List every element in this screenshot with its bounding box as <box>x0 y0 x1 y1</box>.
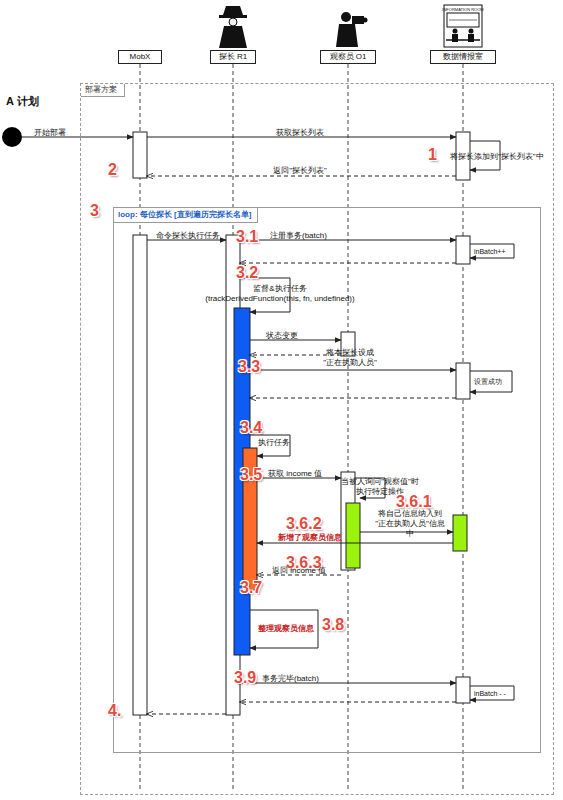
start-dot <box>2 127 22 147</box>
message-label: 将探长添加到"探长列表"中 <box>450 152 544 162</box>
callout-number: 3.3 <box>238 359 260 375</box>
message-label: 事务完毕(batch) <box>262 674 319 684</box>
message-label: 注册事务(batch) <box>270 231 327 241</box>
node-text: MobX <box>119 51 161 63</box>
callout-number: 3.4 <box>240 420 262 436</box>
self-message <box>470 686 514 700</box>
callout-number: 3.1 <box>236 229 258 245</box>
message-label: 获取 income 值 <box>268 469 322 479</box>
note-label: inBatch++ <box>474 247 506 256</box>
camera <box>352 16 364 24</box>
face <box>229 18 237 26</box>
message-label: 返回 income 值 <box>272 566 326 576</box>
note-label: inBatch - - <box>474 689 506 698</box>
message-label: 状态变更 <box>266 331 298 341</box>
node-text: 观察员 O1 <box>321 51 375 63</box>
person <box>452 34 458 42</box>
detective-icon <box>219 6 247 48</box>
self-message <box>470 244 514 258</box>
callout-number: 2 <box>108 162 117 178</box>
frame-box: 部署方案 loop: 每位探长 [直到遍历完探长名单] <box>80 83 554 795</box>
message-label: 执行任务 <box>258 438 290 448</box>
callout-number: 4. <box>108 703 121 719</box>
callout-number: 3 <box>90 203 99 219</box>
observer-icon <box>336 12 368 47</box>
activation-bar <box>133 132 147 178</box>
hat <box>223 6 243 15</box>
icon-caption: INFORMATION ROOM <box>442 7 483 12</box>
message-label: 命令探长执行任务 <box>156 231 220 241</box>
message-label: 新增了观察员信息 <box>278 533 342 543</box>
diagram-title: A 计划 <box>6 95 39 108</box>
activation-bar <box>456 236 470 264</box>
self-message <box>250 435 290 456</box>
callout-number: 3.6.2 <box>286 516 322 532</box>
messages <box>22 137 514 714</box>
lifeline-head: 数据情报室 <box>430 50 496 64</box>
callout-number: 3.8 <box>322 617 344 633</box>
person <box>468 34 474 42</box>
lifeline-head: 探长 R1 <box>210 50 256 64</box>
loop-frame: loop: 每位探长 [直到遍历完探长名单] <box>113 207 541 753</box>
return-arrow <box>250 398 456 399</box>
callout-number: 3.5 <box>240 467 262 483</box>
screen-line <box>449 20 477 21</box>
self-message <box>470 371 512 392</box>
person <box>469 29 474 34</box>
return-arrow <box>240 702 456 703</box>
message-arrow <box>250 370 456 371</box>
node-text: 探长 R1 <box>211 51 255 63</box>
activation-bar <box>456 363 470 399</box>
person <box>453 29 458 34</box>
self-message <box>250 610 318 648</box>
coat <box>219 26 247 48</box>
lifelines <box>140 64 463 790</box>
lifeline-head: 观察员 O1 <box>320 50 376 64</box>
message-arrow <box>257 543 453 544</box>
activation-bar <box>456 677 470 703</box>
return-arrow <box>240 263 456 264</box>
callout-number: 3.6.1 <box>396 494 432 510</box>
lifeline-head: MobX <box>118 50 162 64</box>
message-label: 返回"探长列表" <box>273 166 327 176</box>
message-label: 获取探长列表 <box>276 128 324 138</box>
callout-number: 3.2 <box>236 265 258 281</box>
activation-bar <box>453 515 467 551</box>
message-label: 整理观察员信息 <box>258 624 314 634</box>
activation-bar <box>346 503 360 568</box>
activation-bar <box>133 235 147 715</box>
message-label: 将本探长设成 "正在执勤人员" <box>321 348 379 368</box>
callout-number: 3.9 <box>234 670 256 686</box>
body <box>336 24 358 47</box>
callout-number: 1 <box>428 147 437 163</box>
callout-number: 3.7 <box>240 580 262 596</box>
desk <box>446 39 480 41</box>
node-text: 部署方案 <box>81 84 125 97</box>
node-text: 数据情报室 <box>431 51 495 63</box>
message-label: 开始部署 <box>34 128 66 138</box>
message-label: 监督&执行任务 (trackDerivedFunction(this, fn, … <box>205 284 355 304</box>
message-label: 将自己信息纳入到 "正在执勤人员"信息中 <box>374 509 446 539</box>
note-label: 设置成功 <box>474 377 502 386</box>
return-arrow <box>147 714 226 715</box>
screen <box>447 13 479 27</box>
node-text: loop: 每位探长 [直到遍历完探长名单] <box>114 208 258 223</box>
lens <box>363 18 368 23</box>
lifeline <box>348 64 349 790</box>
head <box>341 12 351 22</box>
return-arrow <box>147 176 456 177</box>
